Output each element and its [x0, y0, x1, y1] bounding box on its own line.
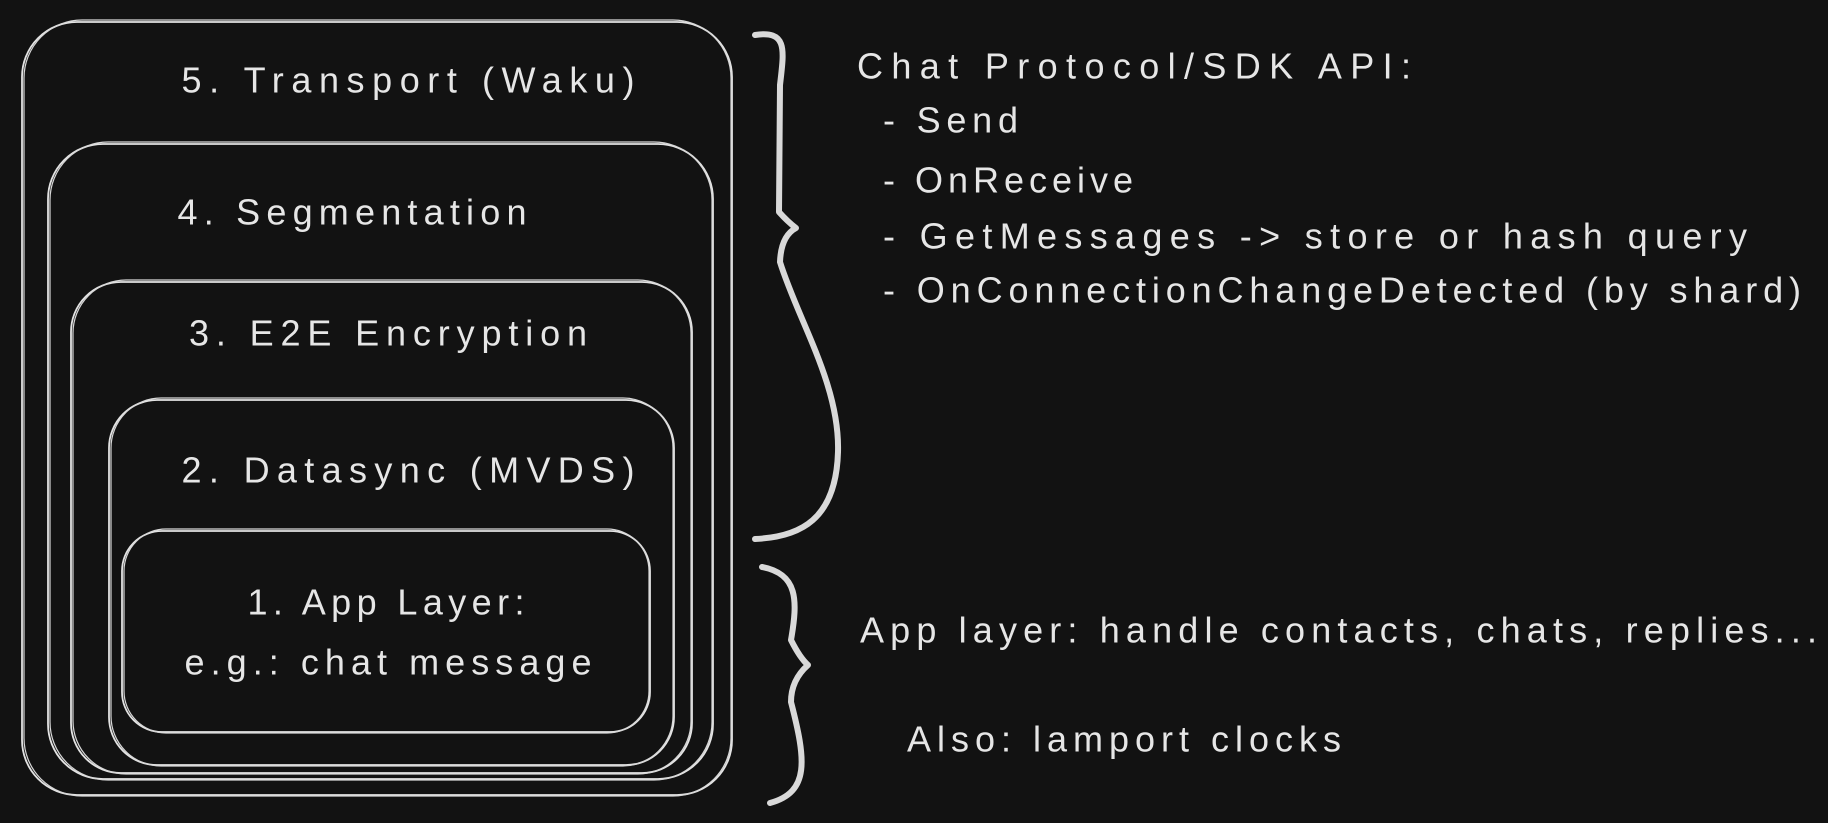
- app-note-line1: App layer: handle contacts, chats, repli…: [860, 610, 1817, 651]
- api-item-onconnectionchange: - OnConnectionChangeDetected (by shard): [883, 270, 1801, 311]
- curly-brace-app: [759, 564, 811, 806]
- curly-brace-api: [752, 31, 842, 542]
- api-item-onreceive: - OnReceive: [883, 160, 1133, 201]
- layer-box-transport: [21, 19, 733, 797]
- layer-label-encryption: 3. E2E Encryption: [189, 313, 587, 354]
- api-item-send: - Send: [883, 100, 1018, 141]
- layer-label-transport: 5. Transport (Waku): [182, 60, 635, 101]
- layer-box-datasync: [108, 397, 675, 767]
- layer-box-app: [121, 528, 651, 734]
- layer-box-segmentation: [47, 141, 714, 781]
- app-note-line2: Also: lamport clocks: [907, 719, 1341, 760]
- api-item-getmessages: - GetMessages -> store or hash query: [883, 216, 1747, 257]
- layer-label-datasync: 2. Datasync (MVDS): [182, 450, 635, 491]
- layer-label-app: 1. App Layer:: [248, 582, 525, 623]
- layer-sublabel-app: e.g.: chat message: [185, 642, 592, 683]
- layer-label-segmentation: 4. Segmentation: [178, 192, 527, 233]
- layer-box-encryption: [70, 279, 693, 775]
- api-title: Chat Protocol/SDK API:: [857, 46, 1411, 87]
